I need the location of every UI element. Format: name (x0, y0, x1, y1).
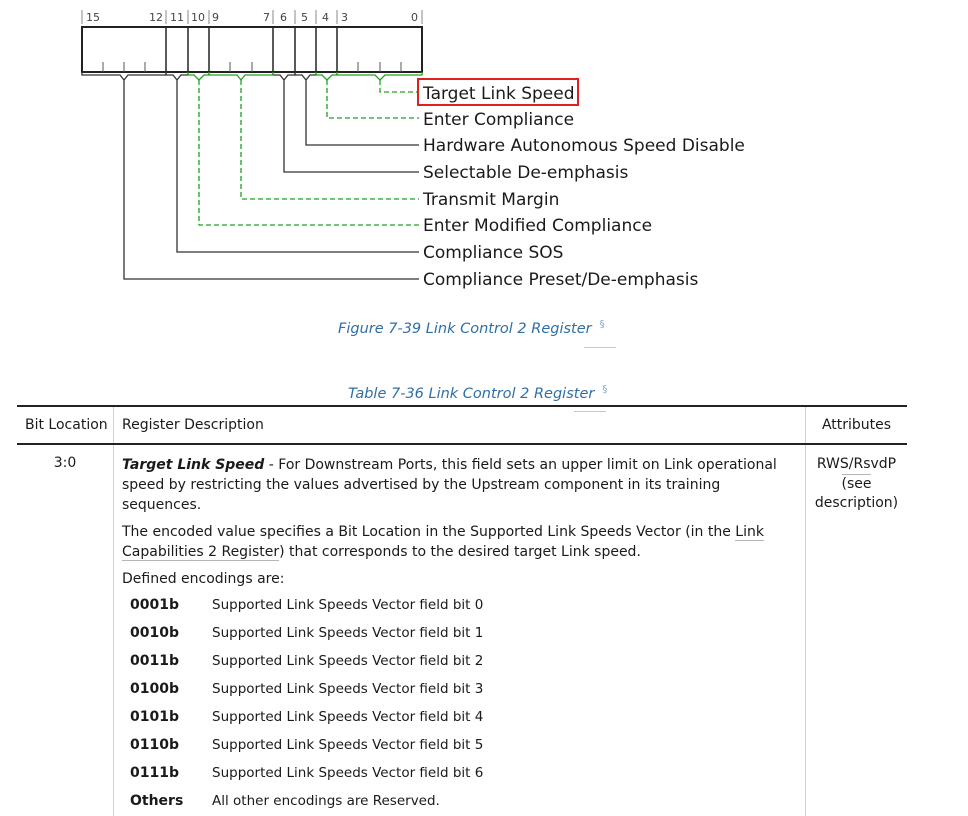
encoding-row: 0100b Supported Link Speeds Vector field … (122, 675, 799, 703)
field-dividers (165, 27, 338, 72)
encoding-code: 0110b (130, 737, 179, 753)
description-text: The encoded value specifies a Bit Locati… (122, 524, 736, 540)
field-label-enter-compliance: Enter Compliance (423, 110, 574, 130)
encoding-row: 0001b Supported Link Speeds Vector field … (122, 591, 799, 619)
table-caption-text: Table 7-36 Link Control 2 Register (348, 385, 595, 402)
bit-label-separators (81, 10, 423, 24)
encoding-code: 0011b (130, 653, 179, 669)
leader-dashed-lines (198, 80, 419, 226)
bit-label-10: 10 (191, 11, 205, 24)
encoding-row: Others All other encodings are Reserved. (122, 787, 799, 815)
register-diagram: 15 12 11 10 9 7 6 5 4 3 0 (81, 10, 745, 290)
figure-caption-text: Figure 7-39 Link Control 2 Register (338, 320, 592, 337)
section-link-icon[interactable]: § (602, 384, 608, 395)
leader-solid-lines (123, 80, 419, 280)
bit-label-15: 15 (86, 11, 100, 24)
encoding-meaning: Supported Link Speeds Vector field bit 3 (212, 681, 484, 697)
field-name: Target Link Speed (122, 457, 265, 473)
bit-label-4: 4 (322, 11, 329, 24)
encoding-row: 0101b Supported Link Speeds Vector field … (122, 703, 799, 731)
target-link-speed-highlight (417, 78, 579, 106)
attribute-note[interactable]: (see (841, 474, 872, 492)
bit-label-9: 9 (212, 11, 219, 24)
bit-label-3: 3 (341, 11, 348, 24)
bit-label-7: 7 (263, 11, 270, 24)
encoding-meaning: Supported Link Speeds Vector field bit 4 (212, 709, 484, 725)
encoding-row: 0011b Supported Link Speeds Vector field … (122, 647, 799, 675)
encoding-code: Others (130, 793, 184, 809)
encoding-code: 0101b (130, 709, 179, 725)
encoding-meaning: Supported Link Speeds Vector field bit 1 (212, 625, 484, 641)
encoding-row: 0010b Supported Link Speeds Vector field … (122, 619, 799, 647)
encoding-code: 0010b (130, 625, 179, 641)
field-label-transmit-margin: Transmit Margin (422, 190, 559, 210)
link-capabilities-2-register-link[interactable]: Link Capabilities 2 Register (122, 524, 764, 561)
description-text: - For Downstream Ports, this field sets … (122, 457, 777, 513)
encoding-row: 0110b Supported Link Speeds Vector field … (122, 731, 799, 759)
header-register-description: Register Description (113, 405, 806, 445)
field-label-compliance-preset-de-emphasis: Compliance Preset/De-emphasis (423, 270, 698, 290)
encoding-meaning: Supported Link Speeds Vector field bit 6 (212, 765, 484, 781)
table-row: 3:0 Target Link Speed - For Downstream P… (17, 444, 907, 816)
attributes-cell: RWS/RsvdP (see description) (806, 444, 908, 816)
field-label-selectable-de-emphasis: Selectable De-emphasis (423, 163, 629, 183)
encoding-code: 0111b (130, 765, 179, 781)
header-bit-location: Bit Location (17, 405, 114, 445)
bit-label-11: 11 (170, 11, 184, 24)
description-paragraph: The encoded value specifies a Bit Locati… (122, 522, 799, 562)
attribute-note-cont: description) (814, 495, 899, 511)
header-attributes: Attributes (805, 405, 907, 445)
encoding-meaning: Supported Link Speeds Vector field bit 0 (212, 597, 484, 613)
figure-caption: Figure 7-39 Link Control 2 Register § (338, 319, 616, 348)
table-header-row: Bit Location Register Description Attrib… (17, 405, 907, 445)
field-label-hardware-autonomous-speed-disable: Hardware Autonomous Speed Disable (423, 136, 745, 156)
caption-underline (584, 347, 616, 348)
field-braces-solid (81, 72, 317, 82)
bit-label-5: 5 (301, 11, 308, 24)
description-text: ) that corresponds to the desired target… (279, 544, 641, 560)
bit-label-12: 12 (149, 11, 163, 24)
encoding-meaning: Supported Link Speeds Vector field bit 2 (212, 653, 484, 669)
encoding-code: 0001b (130, 597, 179, 613)
bit-ticks (102, 62, 402, 72)
bit-location-cell: 3:0 (17, 444, 114, 816)
attribute-value: RWS/RsvdP (816, 456, 897, 472)
field-label-compliance-sos: Compliance SOS (423, 243, 563, 263)
field-label-target-link-speed: Target Link Speed (422, 84, 575, 104)
encoding-meaning: All other encodings are Reserved. (212, 793, 440, 809)
encoding-row: 0111b Supported Link Speeds Vector field … (122, 759, 799, 787)
bit-label-0: 0 (411, 11, 418, 24)
register-table: Bit Location Register Description Attrib… (17, 405, 907, 816)
description-paragraph: Defined encodings are: (122, 571, 285, 587)
section-link-icon[interactable]: § (599, 319, 605, 330)
encoding-meaning: Supported Link Speeds Vector field bit 5 (212, 737, 484, 753)
bit-label-6: 6 (280, 11, 287, 24)
table-caption: Table 7-36 Link Control 2 Register § (348, 384, 608, 412)
encoding-code: 0100b (130, 681, 179, 697)
description-paragraph: Target Link Speed - For Downstream Ports… (122, 455, 799, 515)
field-label-enter-modified-compliance: Enter Modified Compliance (423, 216, 652, 236)
description-cell: Target Link Speed - For Downstream Ports… (113, 444, 806, 816)
